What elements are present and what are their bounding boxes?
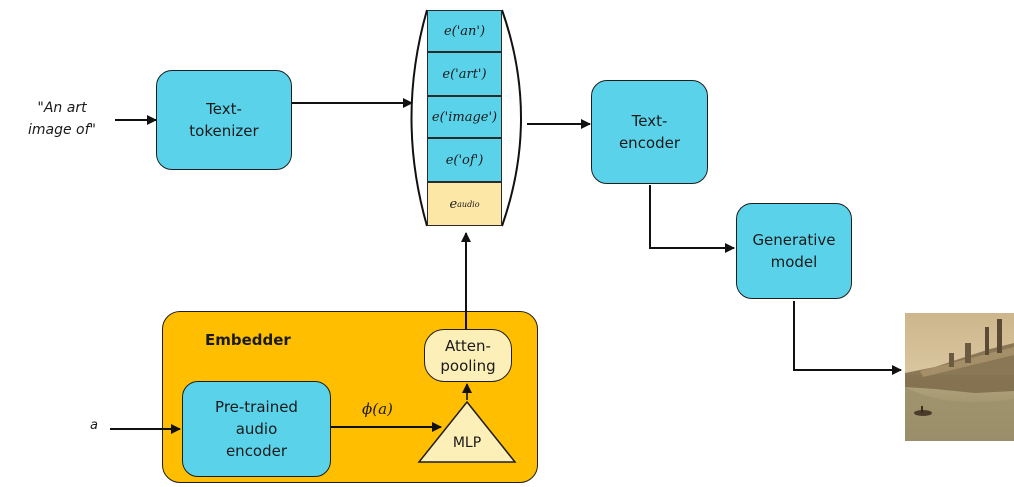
- text-encoder-label: Text- encoder: [618, 112, 681, 152]
- text-tokenizer-label: Text- tokenizer: [189, 100, 259, 140]
- mlp-label: MLP: [453, 435, 481, 451]
- token-embedding-of: e('of'): [427, 138, 502, 182]
- prompt-text: "An art image of": [28, 100, 96, 138]
- token-embedding-art: e('art'): [427, 52, 502, 96]
- audio-token-base: e: [449, 196, 458, 212]
- token-bracket-left: [410, 9, 428, 227]
- generated-image: [905, 313, 1014, 441]
- text-encoder-node: Text- encoder: [591, 80, 708, 184]
- pretrained-audio-encoder-label: Pre-trained audio encoder: [215, 398, 298, 460]
- token-embedding-an: e('an'): [427, 10, 502, 52]
- phi-label: ϕ(a): [362, 400, 393, 418]
- mlp-triangle: [417, 400, 517, 463]
- text-tokenizer-node: Text- tokenizer: [156, 70, 292, 170]
- attention-pooling-label: Atten- pooling: [440, 336, 496, 375]
- pretrained-audio-encoder-node: Pre-trained audio encoder: [182, 381, 331, 477]
- arrow-generative-to-image: [793, 301, 902, 375]
- generative-model-label: Generative model: [752, 231, 836, 271]
- audio-input-label: a: [90, 418, 98, 433]
- audio-token-subscript: audio: [457, 199, 480, 209]
- embedder-title: Embedder: [205, 331, 291, 349]
- generative-model-node: Generative model: [736, 203, 852, 299]
- token-bracket-right: [501, 9, 522, 227]
- attention-pooling-node: Atten- pooling: [424, 329, 512, 382]
- token-embedding-image: e('image'): [427, 96, 502, 138]
- arrow-encoder-to-generative: [649, 185, 735, 253]
